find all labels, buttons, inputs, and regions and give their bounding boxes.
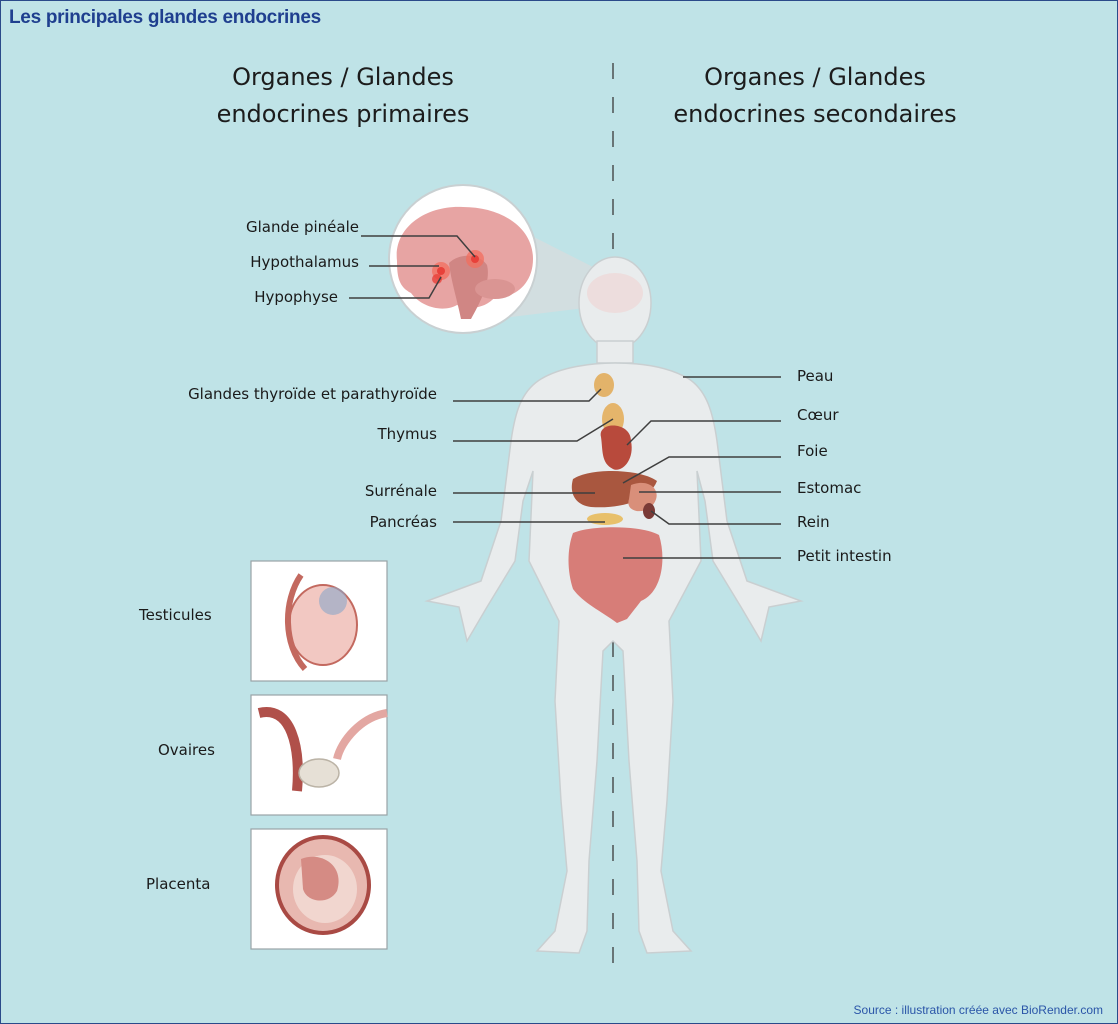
source-credit: Source : illustration créée avec BioRend… <box>854 1003 1103 1017</box>
label-heart: Cœur <box>797 406 839 424</box>
pancreas-organ <box>587 513 623 525</box>
ovaries-inset <box>251 695 387 815</box>
label-thyroid-parathyroid: Glandes thyroïde et parathyroïde <box>188 385 437 403</box>
placenta-inset <box>251 829 387 949</box>
label-testes: Testicules <box>139 606 212 624</box>
testes-inset <box>251 561 387 681</box>
kidney-organ <box>643 503 655 519</box>
label-stomach: Estomac <box>797 479 861 497</box>
label-ovaries: Ovaires <box>158 741 215 759</box>
label-thymus: Thymus <box>378 425 437 443</box>
label-adrenal: Surrénale <box>365 482 437 500</box>
label-pituitary: Hypophyse <box>254 288 338 306</box>
label-small-intestine: Petit intestin <box>797 547 892 565</box>
label-placenta: Placenta <box>146 875 210 893</box>
label-hypothalamus: Hypothalamus <box>250 253 359 271</box>
label-liver: Foie <box>797 442 828 460</box>
label-pineal-gland: Glande pinéale <box>246 218 359 236</box>
label-kidney: Rein <box>797 513 830 531</box>
label-pancreas: Pancréas <box>370 513 437 531</box>
head-brain-hint <box>587 273 643 313</box>
label-skin: Peau <box>797 367 833 385</box>
